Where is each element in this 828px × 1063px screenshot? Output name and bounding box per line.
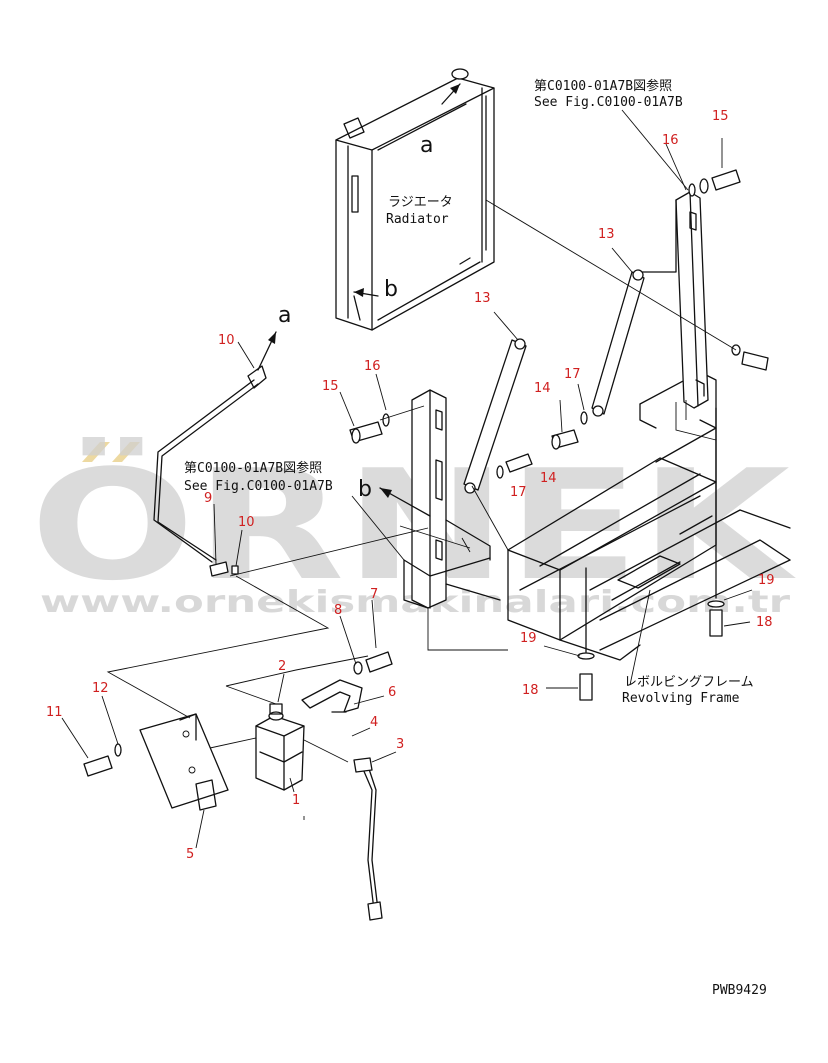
ref-top-en: See Fig.C0100-01A7B bbox=[534, 95, 683, 110]
radiator-en: Radiator bbox=[386, 212, 449, 227]
bolt-7 bbox=[353, 651, 393, 675]
frame-en: Revolving Frame bbox=[622, 691, 740, 706]
callout-2: 2 bbox=[278, 659, 286, 674]
washer-17-low bbox=[496, 465, 504, 479]
leader-lines bbox=[106, 109, 737, 763]
callout-6: 6 bbox=[388, 685, 396, 700]
callout-9: 9 bbox=[204, 491, 212, 506]
left-bracket bbox=[403, 389, 501, 609]
reserve-tank bbox=[255, 703, 305, 791]
bolt-18-right bbox=[707, 600, 725, 637]
hose-to-radiator bbox=[153, 365, 267, 563]
hose-3 bbox=[353, 757, 383, 921]
callout-18-right: 18 bbox=[756, 615, 773, 630]
callout-7: 7 bbox=[370, 587, 378, 602]
callout-4: 4 bbox=[370, 715, 378, 730]
bolt-15-top bbox=[699, 169, 741, 194]
right-bracket bbox=[639, 191, 709, 409]
callout-19-center: 19 bbox=[520, 631, 537, 646]
washer-16-top bbox=[688, 183, 696, 197]
callout-leaders bbox=[61, 138, 753, 849]
callout-8: 8 bbox=[334, 603, 342, 618]
hose-clamp-10 bbox=[231, 565, 239, 575]
bolt-15-left bbox=[349, 421, 383, 444]
washer-17-mid bbox=[580, 411, 588, 425]
callout-17-lower: 17 bbox=[510, 485, 527, 500]
bolt-right-mid bbox=[731, 344, 769, 371]
ref-mid-en: See Fig.C0100-01A7B bbox=[184, 479, 333, 494]
callout-10-lower: 10 bbox=[238, 515, 255, 530]
callout-1: 1 bbox=[292, 793, 300, 808]
letter-a-hose: a bbox=[278, 303, 291, 328]
callout-14-upper: 14 bbox=[534, 381, 551, 396]
letter-b-bracket: b bbox=[358, 477, 372, 502]
stay-left bbox=[463, 338, 527, 494]
bolt-14-mid bbox=[551, 429, 579, 450]
hose-clip-9 bbox=[209, 561, 229, 577]
callout-3: 3 bbox=[396, 737, 404, 752]
callout-15-top: 15 bbox=[712, 109, 729, 124]
callout-19-right: 19 bbox=[758, 573, 775, 588]
callout-18-center: 18 bbox=[522, 683, 539, 698]
callout-15-left: 15 bbox=[322, 379, 339, 394]
frame-jp: レボルビングフレーム bbox=[624, 675, 754, 690]
radiator-jp: ラジエータ bbox=[388, 195, 453, 210]
callout-numbers: 1 2 3 4 5 6 7 8 9 10 10 11 12 13 13 14 1… bbox=[46, 109, 775, 862]
callout-16-top: 16 bbox=[662, 133, 679, 148]
letter-a-radiator: a bbox=[420, 133, 433, 158]
callout-12: 12 bbox=[92, 681, 109, 696]
callout-5: 5 bbox=[186, 847, 194, 862]
bolt-11 bbox=[83, 743, 122, 777]
callout-14-lower: 14 bbox=[540, 471, 557, 486]
callout-17-upper: 17 bbox=[564, 367, 581, 382]
clamp-6 bbox=[301, 679, 363, 713]
callout-16-left: 16 bbox=[364, 359, 381, 374]
callout-13-right: 13 bbox=[598, 227, 615, 242]
ref-top-jp: 第C0100-01A7B図参照 bbox=[534, 78, 672, 94]
watermark-accent-left bbox=[82, 442, 110, 462]
callout-11: 11 bbox=[46, 705, 63, 720]
callout-13-left: 13 bbox=[474, 291, 491, 306]
letter-b-radiator: b bbox=[384, 277, 398, 302]
bolt-18-center bbox=[577, 652, 595, 701]
bracket-5 bbox=[139, 713, 229, 811]
callout-10-upper: 10 bbox=[218, 333, 235, 348]
washer-16-left bbox=[382, 413, 390, 427]
ref-mid-jp: 第C0100-01A7B図参照 bbox=[184, 460, 322, 476]
drawing-code: PWB9429 bbox=[712, 983, 767, 998]
bolt-14-low bbox=[505, 453, 533, 473]
revolving-frame bbox=[507, 371, 791, 661]
watermark-accent-right bbox=[112, 442, 140, 462]
stay-right bbox=[591, 269, 645, 417]
radiator bbox=[335, 68, 495, 331]
